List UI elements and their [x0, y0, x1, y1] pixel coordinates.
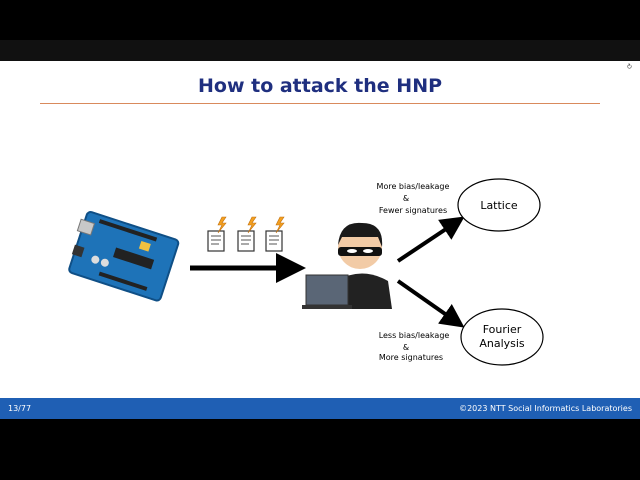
attacker-icon [302, 222, 392, 309]
slide-title: How to attack the HNP [197, 75, 443, 97]
fourier-label-line2: Analysis [479, 337, 525, 350]
svg-text:Fewer signatures: Fewer signatures [379, 206, 447, 215]
copyright-text: ©2023 NTT Social Informatics Laboratorie… [459, 404, 632, 413]
video-bottom-bar [0, 419, 640, 480]
slide: ⟳ How to attack the HNP [0, 61, 640, 398]
signature-documents-icon [207, 216, 285, 252]
svg-text:&: & [403, 343, 409, 352]
svg-text:&: & [403, 194, 409, 203]
arduino-board-icon [68, 211, 180, 302]
video-control-strip: ⛶ [0, 40, 640, 95]
fourier-node: Fourier Analysis [460, 308, 544, 366]
video-top-bar [0, 0, 640, 40]
upper-arrow [396, 216, 465, 263]
lower-condition-label: Less bias/leakage & More signatures [379, 331, 450, 362]
lattice-node: Lattice [457, 178, 541, 232]
upper-condition-label: More bias/leakage & Fewer signatures [377, 182, 450, 215]
page-number: 13/77 [8, 404, 32, 413]
svg-text:More bias/leakage: More bias/leakage [377, 182, 450, 191]
title-divider [40, 103, 600, 104]
svg-text:Less bias/leakage: Less bias/leakage [379, 331, 450, 340]
fourier-label-line1: Fourier [483, 323, 522, 336]
slide-footer: 13/77 ©2023 NTT Social Informatics Labor… [0, 398, 640, 419]
svg-text:More signatures: More signatures [379, 353, 443, 362]
attack-diagram: More bias/leakage & Fewer signatures Les… [68, 178, 544, 366]
lattice-label: Lattice [480, 199, 518, 212]
lower-arrow [396, 279, 465, 328]
